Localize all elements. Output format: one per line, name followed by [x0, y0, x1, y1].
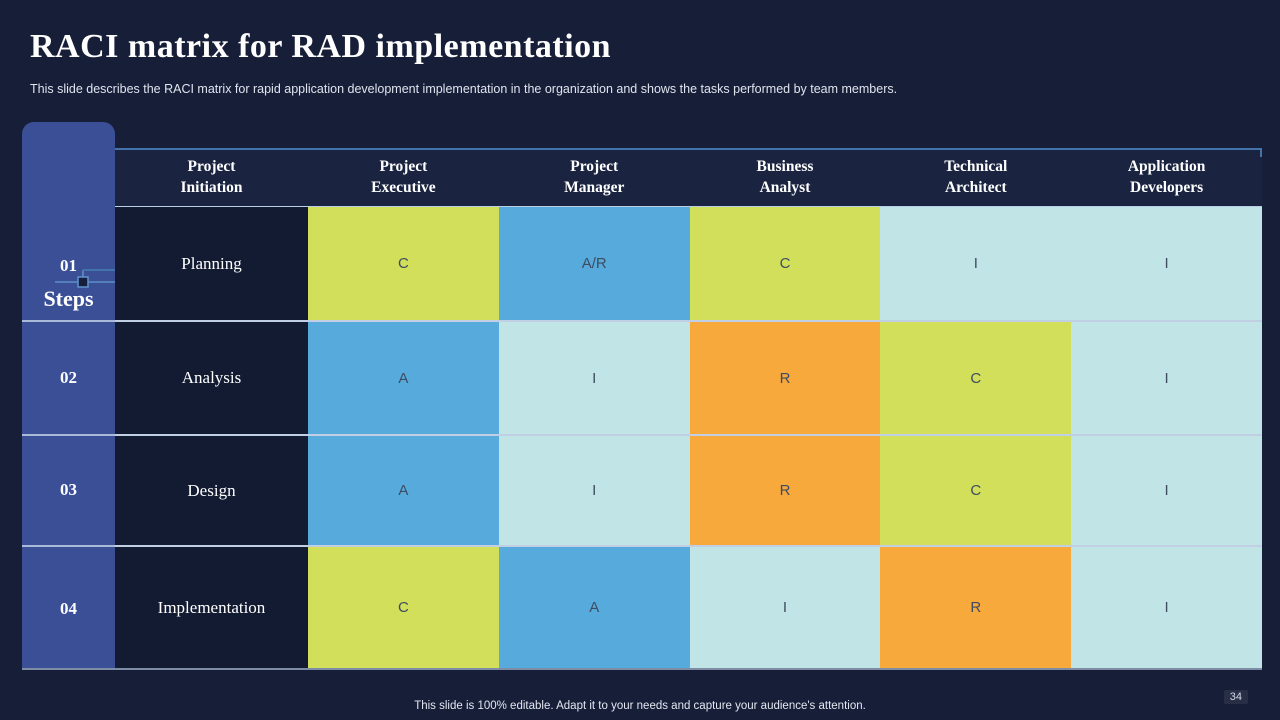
header-border-end-tick: [1260, 148, 1262, 157]
task-name: Implementation: [115, 547, 308, 668]
step-number: 01: [60, 256, 77, 275]
row-divider: [22, 434, 1262, 436]
raci-cell: C: [308, 547, 499, 668]
row-divider: [22, 545, 1262, 547]
raci-cell: I: [1071, 547, 1262, 668]
step-number: 04: [60, 599, 77, 618]
raci-cell: C: [880, 436, 1072, 545]
node-connector-icon: [55, 269, 120, 288]
raci-cell: R: [689, 322, 881, 434]
page-title: RACI matrix for RAD implementation: [30, 28, 612, 65]
steps-column: Steps 01 02 03 04: [22, 122, 120, 668]
page-subtitle: This slide describes the RACI matrix for…: [30, 82, 898, 96]
page-number: 34: [1223, 690, 1248, 704]
table-bottom-border: [22, 668, 1262, 670]
row-divider: [22, 320, 1262, 322]
raci-cell: A: [308, 436, 499, 545]
steps-header-label: Steps: [43, 286, 94, 311]
raci-cell: R: [880, 547, 1072, 668]
raci-cell: I: [1071, 207, 1262, 320]
task-name: Planning: [115, 207, 308, 320]
step-number: 03: [60, 480, 77, 499]
raci-cell: C: [689, 207, 881, 320]
step-number: 02: [60, 368, 77, 387]
task-name: Design: [115, 436, 308, 545]
raci-cell: A/R: [498, 207, 690, 320]
raci-cell: C: [308, 207, 499, 320]
raci-cell: I: [880, 207, 1072, 320]
raci-cell: R: [689, 436, 881, 545]
task-name: Analysis: [115, 322, 308, 434]
raci-cell: I: [689, 547, 881, 668]
raci-cell: I: [498, 322, 690, 434]
raci-cell: I: [1071, 436, 1262, 545]
raci-cell: A: [498, 547, 690, 668]
raci-cell: A: [308, 322, 499, 434]
raci-cell: C: [880, 322, 1072, 434]
footer-note: This slide is 100% editable. Adapt it to…: [414, 700, 866, 712]
raci-cell: I: [1071, 322, 1262, 434]
raci-cell: I: [498, 436, 690, 545]
